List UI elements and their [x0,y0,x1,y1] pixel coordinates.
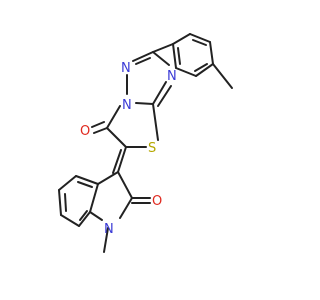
atom-label-n1: N [121,61,131,76]
ketone-double-bond-b [91,121,105,128]
atom-label-n4: N [104,222,114,237]
ketone-double-bond-a [93,127,108,134]
atom-label-s1: S [148,141,156,156]
indolinone-benzene-ring [58,175,99,227]
aryl-triazole-bond [152,43,174,53]
tolyl-methyl-bond [212,63,233,89]
exocyclic-double-bond-a [117,146,127,173]
triazole-ring [126,51,172,107]
n-methyl-bond [103,227,109,253]
atom-label-o1: O [80,124,90,139]
indolinone-ring [89,171,133,221]
atom-label-n3: N [122,98,132,113]
atom-label-n2: N [167,69,177,84]
molecule-structure: N N N S O N O [58,33,233,253]
thiazolone-ring [106,103,159,148]
atom-label-o2: O [152,194,162,209]
exocyclic-double-bond-b [112,149,122,174]
tolyl-ring [172,33,214,77]
